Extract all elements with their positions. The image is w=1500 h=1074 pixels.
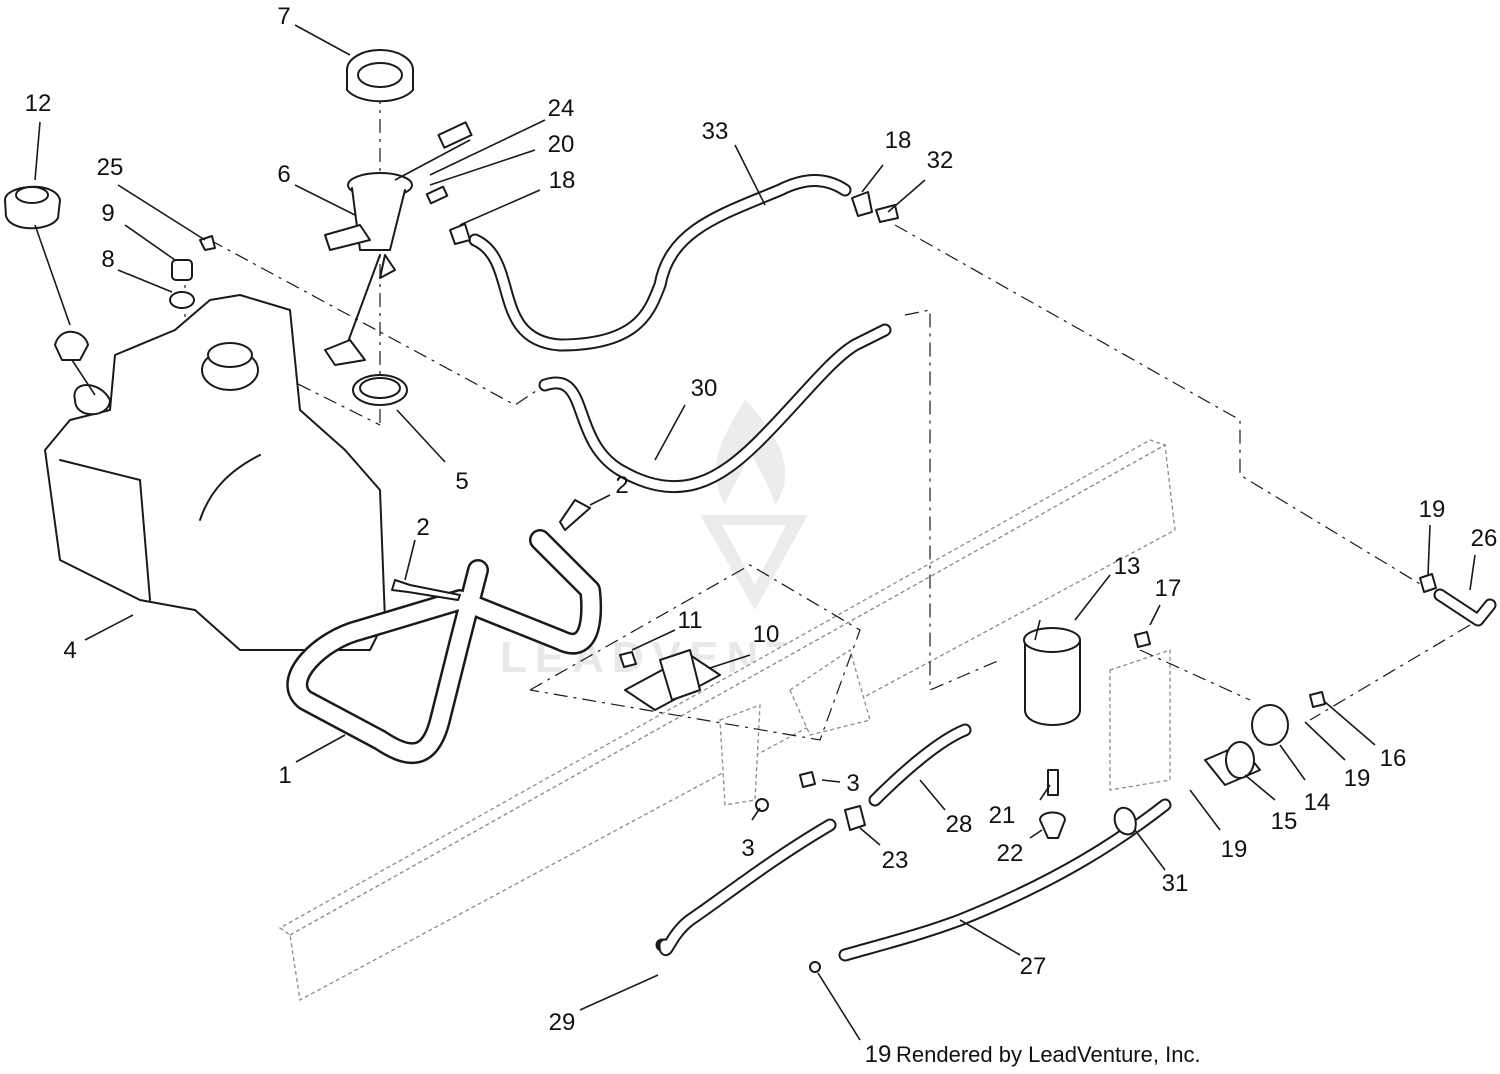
- hose-26: [1419, 573, 1497, 627]
- callout-13: 13: [1114, 553, 1141, 580]
- callout-19: 19: [865, 1041, 892, 1068]
- fuel-tank: [44, 294, 386, 651]
- frame-rail: [278, 439, 1176, 1002]
- hose-33: [449, 174, 899, 352]
- vent-grommet: [169, 235, 216, 309]
- callout-24: 24: [548, 95, 575, 122]
- render-credit: Rendered by LeadVenture, Inc.: [896, 1042, 1201, 1067]
- leader-lines: [34, 24, 1476, 1041]
- callout-29: 29: [549, 1009, 576, 1036]
- fuel-filter: [1204, 704, 1289, 786]
- callout-20: 20: [548, 131, 575, 158]
- callout-6: 6: [277, 161, 290, 188]
- callout-labels: 1 2 2 3 3 4 5 6 7 8 9 10 11 12 13 14 15 …: [25, 3, 1498, 1068]
- callout-12: 12: [25, 90, 52, 117]
- hose-30: [538, 323, 892, 494]
- callout-7: 7: [277, 3, 290, 30]
- callout-3: 3: [741, 835, 754, 862]
- fuel-cap: [4, 185, 96, 396]
- callout-25: 25: [97, 154, 124, 181]
- callout-30: 30: [691, 375, 718, 402]
- gasket: [352, 374, 408, 406]
- callout-22: 22: [997, 840, 1024, 867]
- callout-31: 31: [1162, 870, 1189, 897]
- callout-19: 19: [1419, 496, 1446, 523]
- charcoal-canister: [1023, 619, 1081, 839]
- callout-14: 14: [1304, 789, 1331, 816]
- fuel-sender: [324, 172, 413, 366]
- mount-bracket: [624, 649, 721, 711]
- callout-16: 16: [1380, 745, 1407, 772]
- callout-2: 2: [416, 514, 429, 541]
- callout-18: 18: [549, 167, 576, 194]
- wire-connector: [394, 121, 473, 205]
- callout-18: 18: [885, 127, 912, 154]
- callout-8: 8: [101, 246, 114, 273]
- callout-28: 28: [946, 811, 973, 838]
- callout-19: 19: [1344, 765, 1371, 792]
- lock-ring: [346, 49, 414, 103]
- callout-9: 9: [101, 200, 114, 227]
- callout-26: 26: [1471, 525, 1498, 552]
- hose-27-31: [809, 798, 1172, 973]
- callout-10: 10: [753, 621, 780, 648]
- hose-28-29: [655, 723, 972, 957]
- bolts: [391, 499, 1326, 812]
- callout-3: 3: [846, 770, 859, 797]
- callout-11: 11: [678, 607, 703, 634]
- callout-15: 15: [1271, 808, 1298, 835]
- callout-33: 33: [702, 118, 729, 145]
- callout-4: 4: [63, 637, 76, 664]
- callout-19: 19: [1221, 836, 1248, 863]
- callout-1: 1: [278, 762, 291, 789]
- filler-neck: [286, 529, 603, 765]
- callout-2: 2: [615, 472, 628, 499]
- callout-23: 23: [882, 847, 909, 874]
- callout-32: 32: [927, 147, 954, 174]
- callout-17: 17: [1155, 575, 1182, 602]
- callout-21: 21: [989, 802, 1016, 829]
- callout-5: 5: [455, 468, 468, 495]
- callout-27: 27: [1020, 953, 1047, 980]
